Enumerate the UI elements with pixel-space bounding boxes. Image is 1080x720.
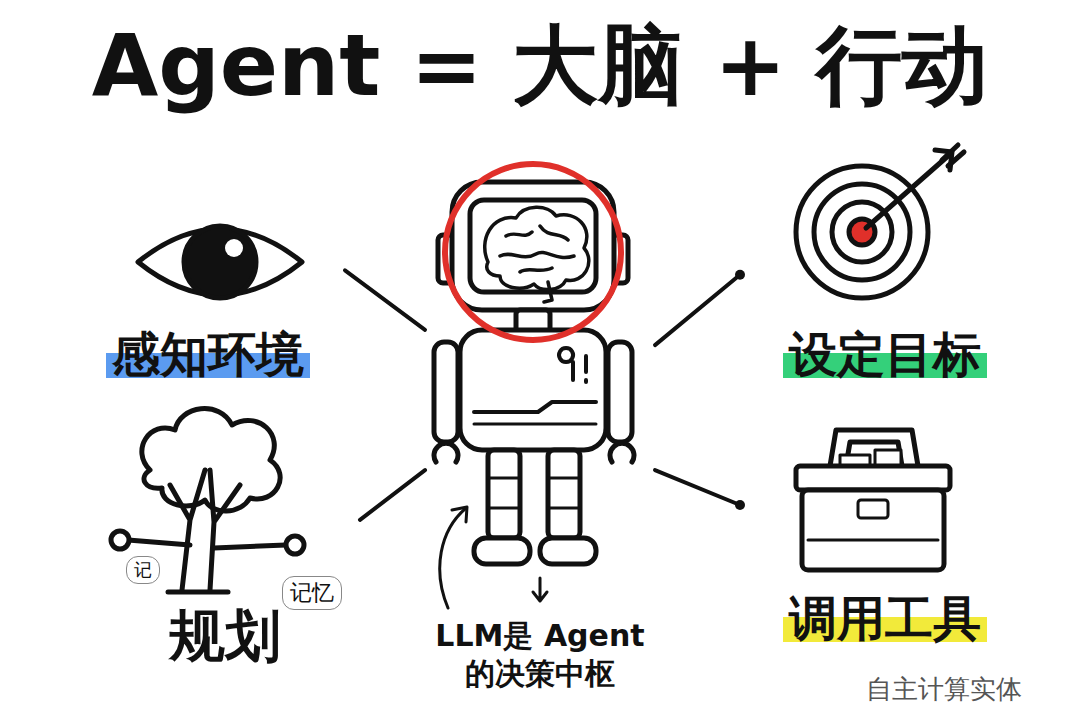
concept-label: 规划 [90, 420, 360, 690]
concept-label: 设定目标 [740, 150, 1030, 390]
toolbox-icon [796, 430, 950, 570]
tree-icon [111, 409, 304, 592]
brain-icon [485, 207, 589, 302]
label-text: 规划 [163, 604, 287, 668]
title: Agent = 大脑 + 行动 [0, 8, 1080, 125]
pointer-arrow-head [452, 507, 467, 522]
memory-tag: 记忆 [282, 576, 342, 610]
eye-iris [184, 226, 256, 298]
robot-figure [434, 182, 634, 564]
robot-mark [559, 348, 586, 382]
caption-text: LLM是 Agent 的决策中枢 [434, 617, 646, 692]
brain-highlight [445, 164, 621, 340]
pointer-arrow [440, 508, 466, 608]
memory-tag: 记 [126, 556, 160, 584]
connector-line [655, 470, 740, 505]
target-icon [796, 145, 964, 298]
concept-label: 感知环境 [70, 200, 345, 390]
eye-glint [225, 239, 243, 257]
label-text: 感知环境 [106, 327, 310, 382]
concept-label: 调用工具 [740, 410, 1030, 660]
connector-line [360, 470, 425, 520]
robot-node: LLM是 Agent 的决策中枢 [425, 175, 655, 700]
pointer-arrow [533, 578, 547, 601]
connector-line [655, 275, 740, 345]
label-text: 设定目标 [783, 327, 987, 382]
connector-line [345, 270, 425, 330]
subtitle-note: 自主计算实体 [866, 672, 1022, 707]
label-text: 调用工具 [783, 591, 987, 646]
